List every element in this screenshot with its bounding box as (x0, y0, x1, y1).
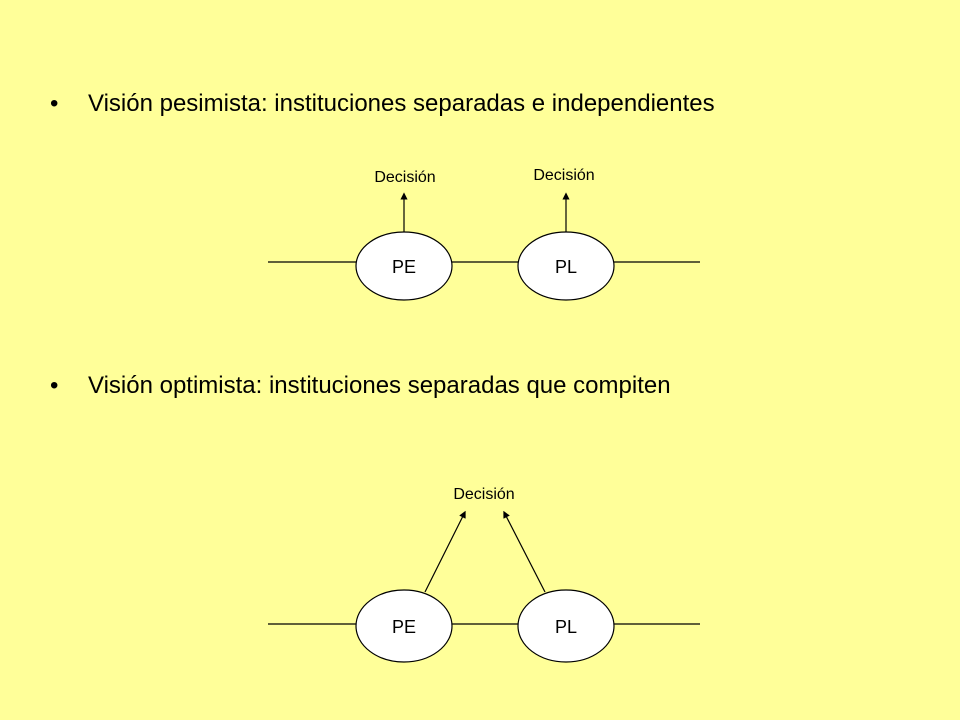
decision-arrow-pe (424, 510, 466, 593)
node-pe-label: PE (392, 617, 416, 637)
decision-arrow-pl (503, 510, 546, 593)
node-pl (517, 589, 615, 663)
bullet-marker: • (50, 372, 59, 399)
bullet-optimista: • Visión optimista: instituciones separa… (0, 372, 960, 408)
bullet-pesimista: • Visión pesimista: instituciones separa… (0, 90, 960, 126)
node-pe (355, 589, 453, 663)
bullet-text-optimista: Visión optimista: instituciones separada… (88, 372, 671, 399)
node-pe-label: PE (392, 257, 416, 277)
decision-label-pl: Decisión (533, 167, 594, 184)
bullet-marker: • (50, 90, 59, 117)
node-pl-label: PL (555, 617, 577, 637)
bullet-text-pesimista: Visión pesimista: instituciones separada… (88, 90, 715, 117)
diagram-pesimista: PE PL Decisión Decisión (268, 167, 700, 301)
decision-label: Decisión (453, 486, 514, 503)
decision-label-pe: Decisión (374, 169, 435, 186)
diagram-optimista: PE PL Decisión (268, 486, 700, 663)
node-pl-label: PL (555, 257, 577, 277)
